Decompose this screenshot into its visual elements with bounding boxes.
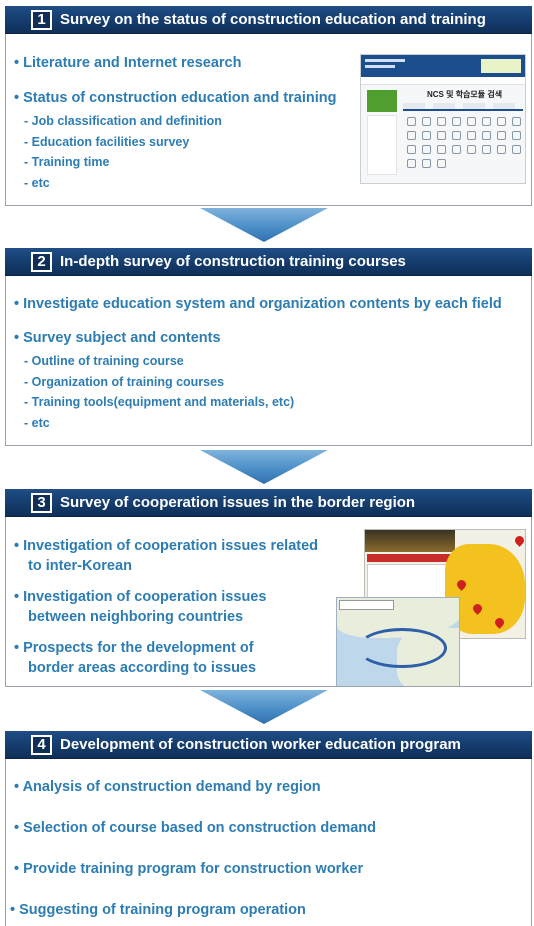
section-4-box: • Analysis of construction demand by reg… [5, 759, 532, 926]
bullet: • Investigation of cooperation issues re… [14, 538, 319, 554]
bullet-continued: between neighboring countries [28, 609, 244, 625]
section-1-header: 1 Survey on the status of construction e… [5, 6, 532, 34]
sub-item: - Organization of training courses [24, 375, 225, 389]
sub-item: - Job classification and definition [24, 114, 222, 128]
sub-item: - Education facilities survey [24, 135, 190, 149]
ncs-page-title: NCS 및 학습모듈 검색 [427, 90, 503, 99]
section-title: Survey on the status of construction edu… [60, 11, 486, 28]
down-arrow-icon [200, 208, 328, 242]
section-title: Development of construction worker educa… [60, 736, 461, 753]
bullet: • Provide training program for construct… [14, 861, 364, 877]
sub-item: - Outline of training course [24, 354, 184, 368]
bullet: • Investigation of cooperation issues [14, 589, 267, 605]
bullet-continued: to inter-Korean [28, 558, 132, 574]
sub-item: - etc [24, 416, 50, 430]
map-pin-icon [513, 534, 525, 547]
ncs-website-screenshot: NCS 및 학습모듈 검색 [360, 54, 526, 184]
sub-item: - Training time [24, 155, 110, 169]
section-3-header: 3 Survey of cooperation issues in the bo… [5, 489, 532, 517]
section-2-box: • Investigate education system and organ… [5, 276, 532, 446]
section-number: 2 [31, 251, 52, 272]
section-number: 3 [31, 492, 52, 513]
sub-item: - etc [24, 176, 50, 190]
sub-item: - Training tools(equipment and materials… [24, 395, 295, 409]
bullet: • Investigate education system and organ… [14, 296, 502, 312]
section-number: 1 [31, 9, 52, 30]
down-arrow-icon [200, 450, 328, 484]
bullet: • Prospects for the development of [14, 640, 254, 656]
bullet: • Survey subject and contents [14, 330, 221, 346]
section-1-box: • Literature and Internet research • Sta… [5, 34, 532, 206]
down-arrow-icon [200, 690, 328, 724]
bullet: • Analysis of construction demand by reg… [14, 779, 321, 795]
section-2-header: 2 In-depth survey of construction traini… [5, 248, 532, 276]
bullet: • Selection of course based on construct… [14, 820, 376, 836]
section-3-box: • Investigation of cooperation issues re… [5, 517, 532, 687]
bullet: • Suggesting of training program operati… [10, 902, 306, 918]
northeast-asia-map [336, 597, 460, 686]
section-number: 4 [31, 734, 52, 755]
section-title: Survey of cooperation issues in the bord… [60, 494, 416, 511]
border-region-maps-image [336, 529, 526, 686]
bullet-continued: border areas according to issues [28, 660, 257, 676]
bullet: • Status of construction education and t… [14, 90, 337, 106]
bullet: • Literature and Internet research [14, 55, 242, 71]
section-title: In-depth survey of construction training… [60, 253, 406, 270]
section-4-header: 4 Development of construction worker edu… [5, 731, 532, 759]
